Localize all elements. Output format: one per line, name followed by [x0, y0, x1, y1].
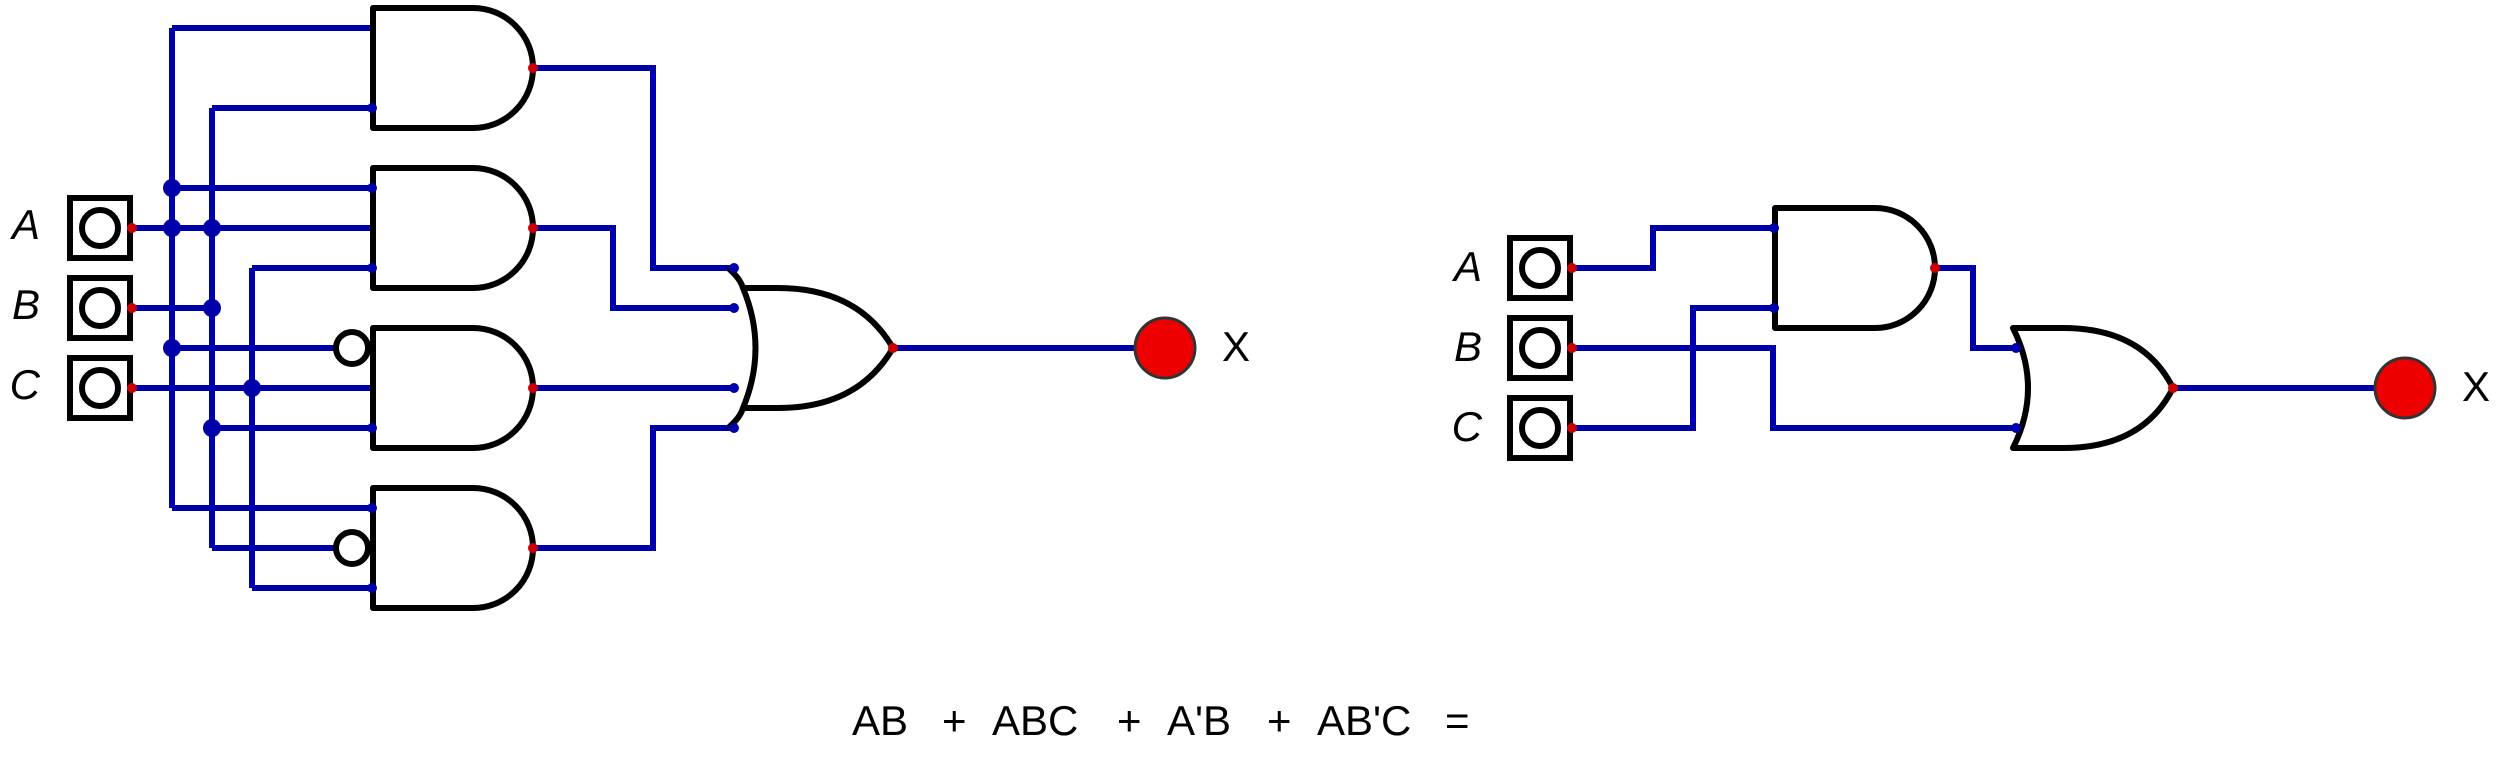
left-wires — [133, 25, 1145, 591]
right-input-c[interactable]: C — [1452, 395, 1577, 461]
input-label-b: B — [12, 281, 40, 328]
left-input-a[interactable]: A — [9, 195, 137, 261]
inverter-bubble — [333, 529, 371, 567]
output-label-x: X — [2462, 363, 2490, 410]
left-input-pins — [367, 103, 739, 593]
expression-equals: = — [1445, 697, 1470, 744]
and-gate-2 — [370, 165, 536, 291]
right-pins — [1769, 223, 2178, 433]
expression-term: ABC — [992, 697, 1078, 744]
expression-term: AB — [852, 697, 908, 744]
right-wires — [1575, 225, 2385, 431]
input-label-a: A — [1451, 243, 1482, 290]
left-input-c[interactable]: C — [10, 355, 137, 421]
and-gate-1 — [370, 5, 536, 131]
left-input-b[interactable]: B — [12, 275, 137, 341]
expression-term: A'B — [1167, 697, 1231, 744]
or-gate-left — [726, 265, 896, 431]
input-label-a: A — [9, 201, 40, 248]
and-gate-4 — [333, 485, 536, 611]
input-label-c: C — [1452, 403, 1483, 450]
expression-operator: + — [942, 697, 967, 744]
boolean-expression: AB + ABC + A'B + AB'C = — [852, 697, 1470, 744]
right-input-a[interactable]: A — [1451, 235, 1577, 301]
and-gate-right — [1772, 205, 1938, 331]
output-label-x: X — [1222, 323, 1250, 370]
right-circuit: A B C X — [1451, 205, 2490, 461]
or-gate-right — [2010, 325, 2176, 451]
input-label-c: C — [10, 361, 41, 408]
left-output-pins — [528, 63, 898, 553]
input-label-b: B — [1454, 323, 1482, 370]
expression-term: AB'C — [1317, 697, 1411, 744]
left-circuit: A B C X — [9, 5, 1250, 611]
left-junctions — [163, 179, 261, 437]
right-input-b[interactable]: B — [1454, 315, 1577, 381]
inverter-bubble — [333, 329, 371, 367]
expression-operator: + — [1117, 697, 1142, 744]
right-output-led: X — [2373, 356, 2490, 420]
left-output-led: X — [1133, 316, 1250, 380]
expression-operator: + — [1267, 697, 1292, 744]
